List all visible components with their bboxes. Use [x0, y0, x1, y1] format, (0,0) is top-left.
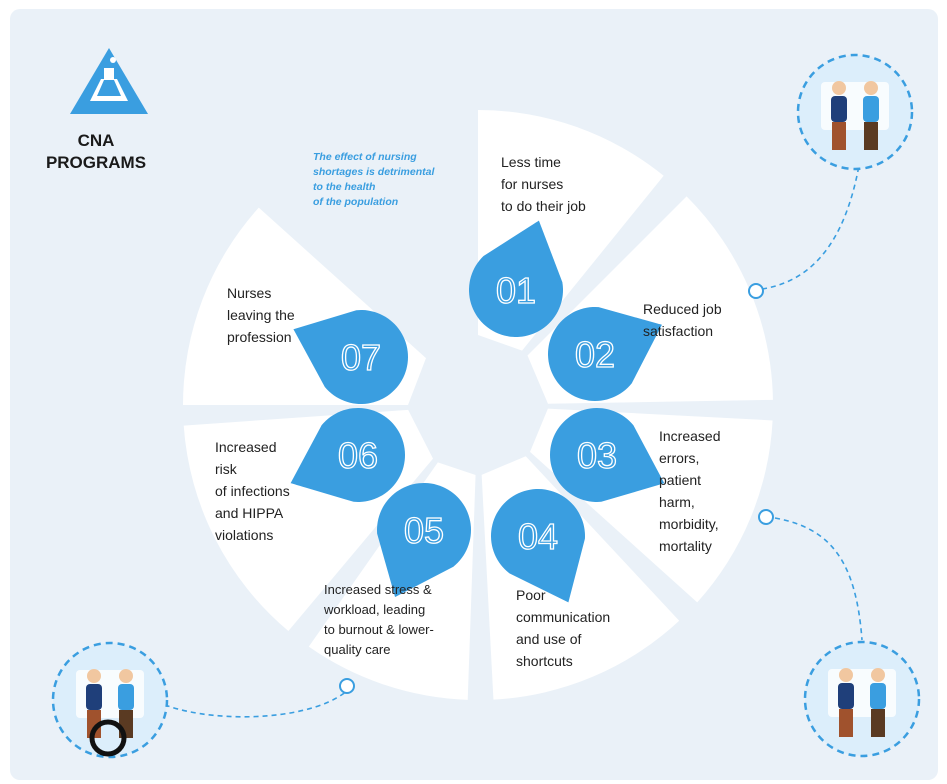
segment-badge: 05: [377, 483, 471, 598]
segment-label-line: to burnout & lower-: [324, 622, 434, 637]
segment-label-line: errors,: [659, 450, 700, 466]
brand-title: CNA PROGRAMS: [40, 130, 152, 174]
segment-label-02: Reduced job satisfaction: [643, 298, 722, 342]
segment-label-07: Nurses leaving the profession: [227, 282, 295, 348]
segment-label-line: and use of: [516, 631, 582, 647]
connector-line: [164, 686, 352, 718]
segment-label-line: Increased: [215, 439, 277, 455]
segment-number: 03: [577, 435, 617, 476]
segment-label-line: communication: [516, 609, 611, 625]
intro-line: to the health: [313, 181, 376, 193]
connector-node: [339, 678, 355, 694]
connector-line: [774, 517, 863, 641]
cause-wheel: 01 02 03 04 05 06 07: [183, 110, 773, 700]
segment-label-line: Increased: [659, 428, 721, 444]
segment-label-line: patient: [659, 472, 702, 488]
intro-text: The effect of nursing shortages is detri…: [313, 150, 473, 210]
wheelchair-patient-illustration: [51, 641, 169, 759]
segment-label-line: profession: [227, 329, 292, 345]
segment-label-line: mortality: [659, 538, 712, 554]
segment-number: 02: [575, 334, 615, 375]
intro-line: shortages is detrimental: [313, 166, 435, 178]
segment-label-line: shortcuts: [516, 653, 573, 669]
segment-badge: 01: [469, 220, 563, 337]
brand-title-line: CNA: [77, 131, 115, 150]
nurses-consultation-illustration: [796, 53, 914, 171]
segment-label-line: leaving the: [227, 307, 295, 323]
segment-label-04: Poor communication and use of shortcuts: [516, 584, 610, 672]
segment-label-line: Nurses: [227, 285, 272, 301]
brand-title-line: PROGRAMS: [45, 153, 147, 172]
segment-label-line: to do their job: [501, 198, 586, 214]
segment-number: 01: [496, 270, 536, 311]
segment-label-line: for nurses: [501, 176, 564, 192]
segment-label-line: and HIPPA: [215, 505, 284, 521]
segment-label-line: morbidity,: [659, 516, 719, 532]
intro-line: of the population: [313, 196, 399, 208]
segment-label-line: satisfaction: [643, 323, 714, 339]
segment-badge: 04: [490, 488, 585, 603]
illustrations: [51, 53, 921, 759]
segment-badge: 07: [293, 310, 409, 404]
segment-number: 05: [404, 510, 444, 551]
segment-label-line: violations: [215, 527, 274, 543]
segment-label-06: Increased risk of infections and HIPPA v…: [215, 436, 290, 546]
segment-label-line: Less time: [501, 154, 561, 170]
connector-node: [748, 283, 764, 299]
segment-badge: 06: [290, 407, 405, 502]
segment-number: 04: [518, 516, 558, 557]
segment-label-line: Poor: [516, 587, 546, 603]
segment-label-line: workload, leading: [324, 602, 426, 617]
segment-label-line: quality care: [324, 642, 391, 657]
flask-icon: [70, 48, 148, 114]
connector-line: [761, 159, 861, 290]
segment-label-line: Increased stress &: [324, 582, 432, 597]
segment-label-line: Reduced job: [643, 301, 722, 317]
intro-line: The effect of nursing: [313, 151, 417, 163]
segment-badge: 02: [548, 307, 662, 402]
segment-label-line: harm,: [659, 494, 695, 510]
segment-number: 07: [341, 337, 381, 378]
segment-label-line: risk: [215, 461, 237, 477]
segment-label-line: of infections: [215, 483, 290, 499]
segment-label-01: Less time for nurses to do their job: [501, 151, 586, 217]
segment-number: 06: [338, 435, 378, 476]
segment-label-05: Increased stress & workload, leading to …: [324, 580, 434, 660]
connector-lines: [164, 159, 863, 718]
connector-node: [758, 509, 774, 525]
patient-support-illustration: [803, 640, 921, 758]
segment-badge: 03: [550, 408, 665, 502]
segment-label-03: Increased errors, patient harm, morbidit…: [659, 425, 720, 557]
